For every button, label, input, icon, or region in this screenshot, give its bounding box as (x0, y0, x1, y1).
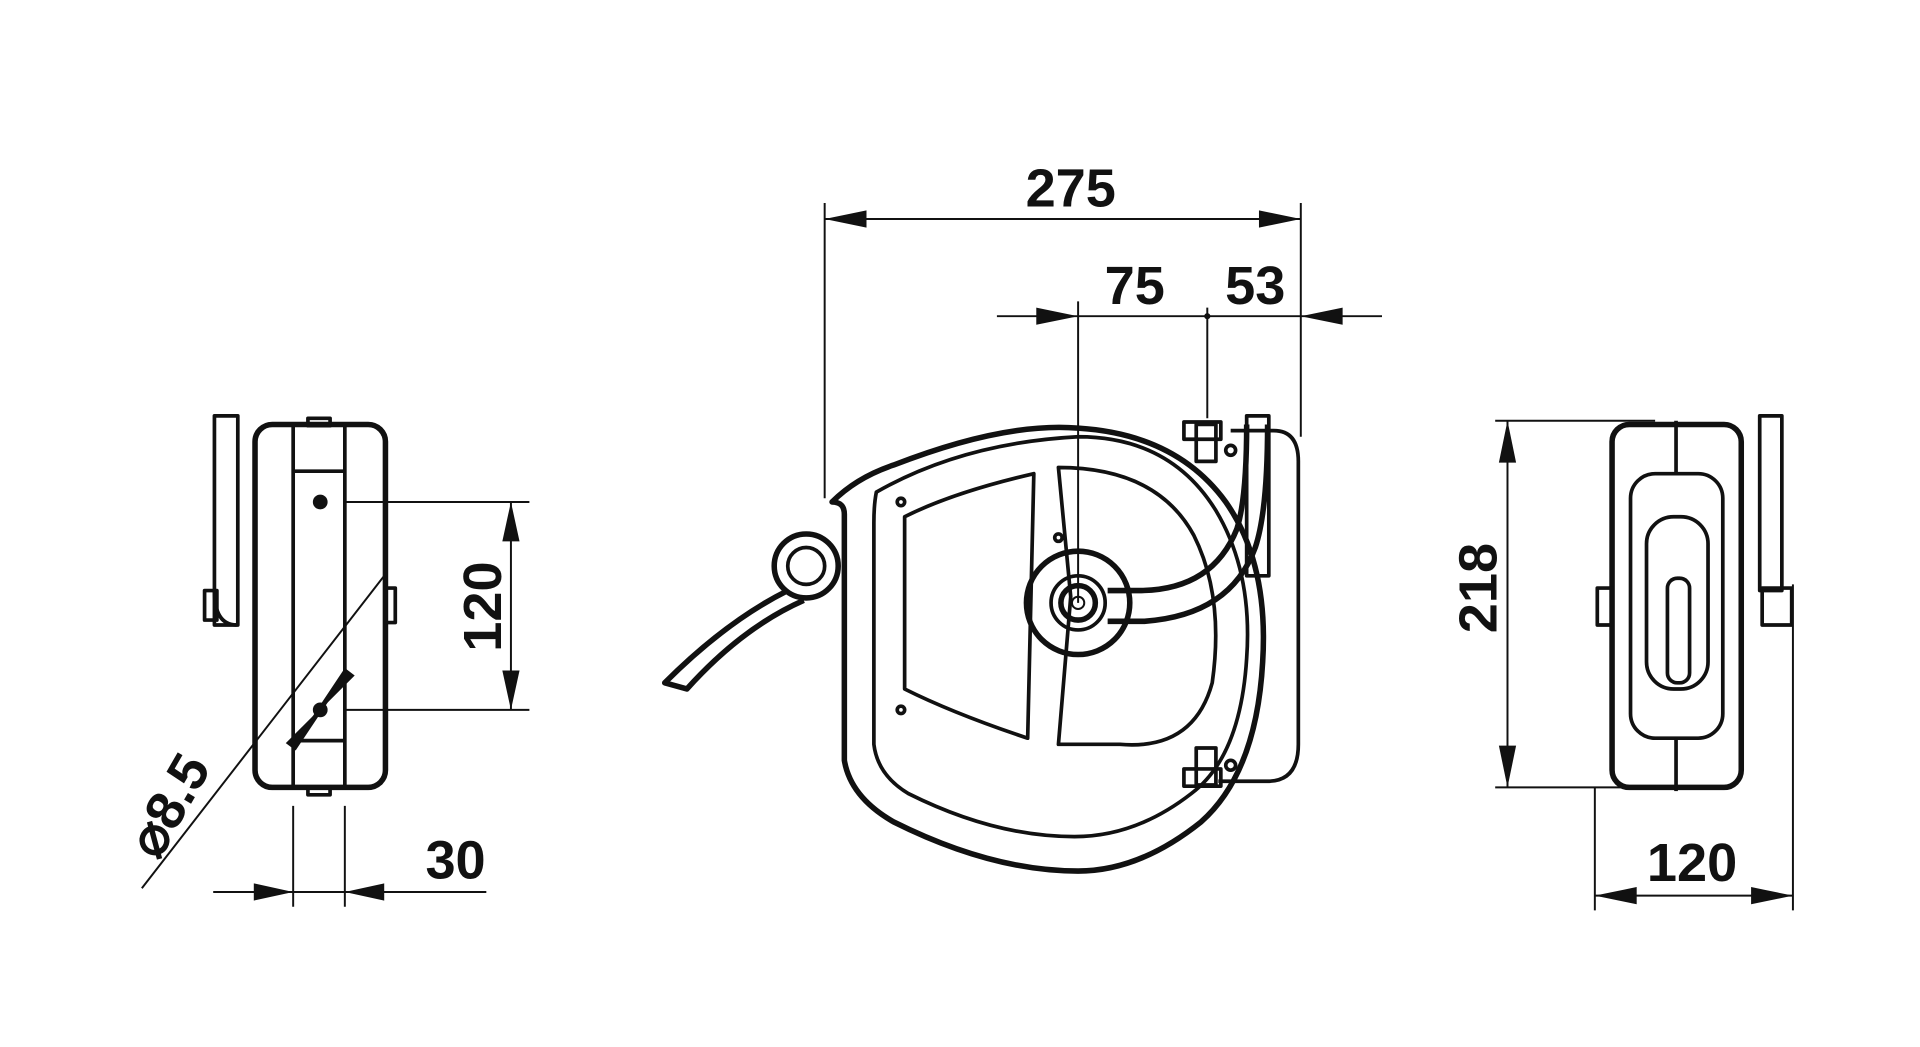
dim-overall-height: 218 (1448, 543, 1508, 633)
dim-hole-spacing: 120 (453, 561, 513, 651)
right-side-view: 218 120 (1448, 414, 1794, 911)
front-view: 275 75 53 (661, 159, 1382, 874)
dim-hub-to-mount: 75 (1105, 256, 1165, 316)
dim-mount-offset: 53 (1225, 256, 1285, 316)
dim-overall-depth: 120 (1647, 833, 1737, 893)
dim-bracket-depth: 30 (425, 830, 485, 890)
dim-overall-width: 275 (1026, 159, 1116, 219)
mounting-hole (312, 494, 328, 510)
left-side-view: 120 ⌀8.5 30 (116, 414, 530, 907)
